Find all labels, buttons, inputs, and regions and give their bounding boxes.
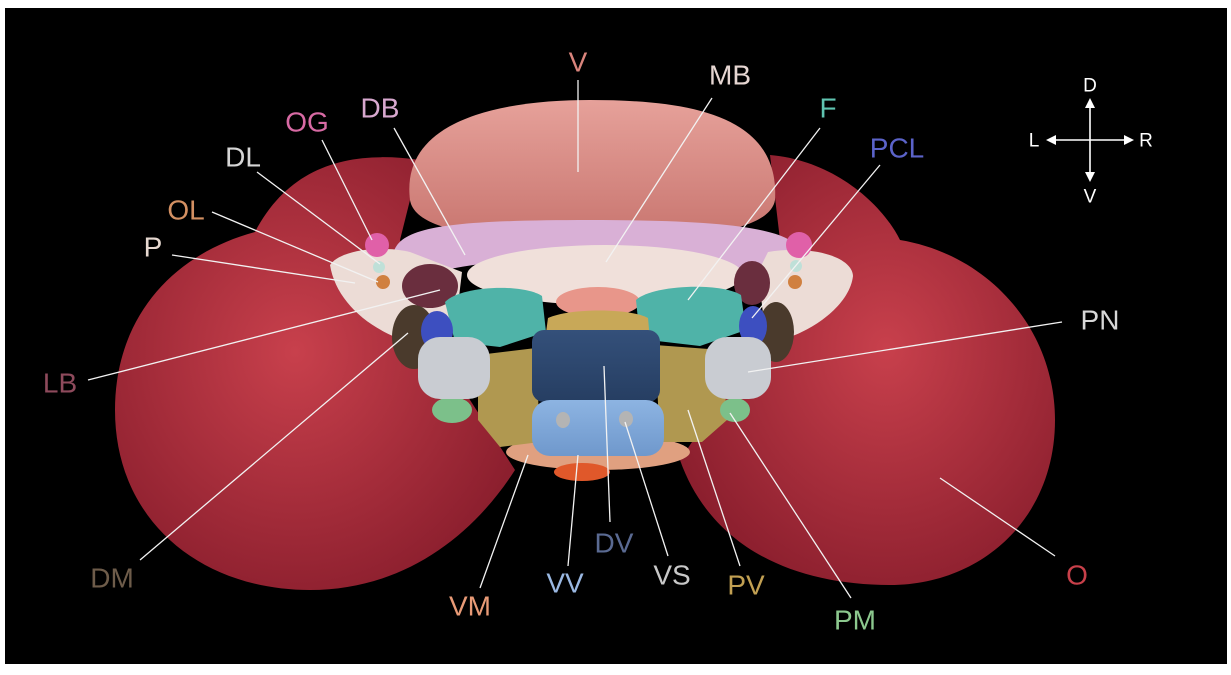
compass-label-left: L <box>1029 131 1040 152</box>
label-dm: DM <box>90 563 134 594</box>
label-og: OG <box>285 107 329 138</box>
label-f: F <box>819 93 836 124</box>
region-dv <box>532 330 660 402</box>
label-v: V <box>569 47 588 78</box>
region-pm-right <box>720 398 750 422</box>
region-ol-left <box>376 275 390 289</box>
region-bottom-red <box>554 463 610 481</box>
region-og-left <box>365 233 389 257</box>
label-lb: LB <box>43 368 77 399</box>
region-v-dome <box>409 100 775 240</box>
label-db: DB <box>361 93 400 124</box>
label-pcl: PCL <box>870 133 924 164</box>
region-ol-right <box>788 275 802 289</box>
label-dv: DV <box>595 528 634 559</box>
label-pn: PN <box>1081 305 1120 336</box>
label-o: O <box>1066 560 1088 591</box>
region-pn-left <box>418 337 490 399</box>
label-pv: PV <box>727 570 765 601</box>
region-vs-left <box>556 412 570 428</box>
label-vv: VV <box>546 568 584 599</box>
label-ol: OL <box>167 195 204 226</box>
compass-label-dorsal: D <box>1083 76 1097 97</box>
label-dl: DL <box>225 142 261 173</box>
label-vm: VM <box>449 591 491 622</box>
region-vv <box>532 400 664 456</box>
label-mb: MB <box>709 60 751 91</box>
compass-label-right: R <box>1139 131 1153 152</box>
region-pm-left <box>432 397 472 423</box>
compass-label-ventral: V <box>1084 187 1097 208</box>
label-vs: VS <box>653 560 690 591</box>
label-p: P <box>144 232 163 263</box>
label-pm: PM <box>834 605 876 636</box>
region-og-right <box>786 232 812 258</box>
region-pn-right <box>705 337 771 399</box>
